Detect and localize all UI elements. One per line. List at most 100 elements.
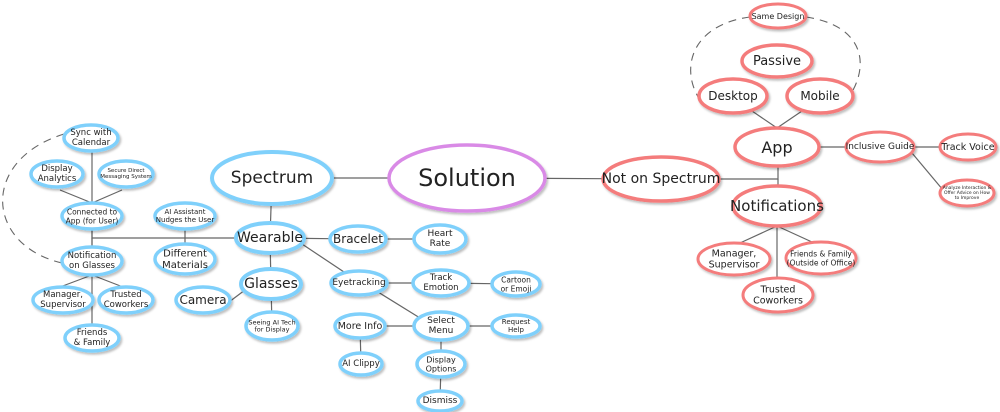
- node-more-info[interactable]: More Info: [333, 312, 387, 340]
- node-mobile[interactable]: Mobile: [785, 77, 855, 115]
- node-label: Dismiss: [423, 396, 458, 406]
- node-shape: [601, 155, 721, 203]
- node-shape: [697, 77, 769, 115]
- node-shape: [741, 276, 815, 314]
- node-label: More Info: [338, 321, 383, 332]
- node-app[interactable]: App: [733, 126, 821, 168]
- node-label: Passive: [753, 54, 801, 69]
- node-shape: [60, 245, 124, 277]
- node-shape: [696, 241, 772, 277]
- connector-spectrum-wearable: [269, 203, 272, 224]
- node-solution[interactable]: Solution: [387, 143, 547, 213]
- dashed-link-same_design-mobile: [805, 16, 861, 93]
- node-label: Solution: [418, 164, 516, 192]
- node-shape: [412, 310, 470, 342]
- node-shape: [411, 268, 471, 298]
- node-shape: [748, 2, 808, 30]
- node-not-on-spectrum[interactable]: Not on Spectrum: [601, 155, 721, 203]
- connector-notifications-friends_r: [776, 225, 813, 243]
- dashed-link-sync_calendar-notif_glasses: [2, 133, 65, 264]
- node-spectrum[interactable]: Spectrum: [210, 150, 334, 206]
- node-shape: [844, 130, 916, 164]
- node-label: Bracelet: [333, 232, 383, 246]
- node-shape: [412, 223, 468, 255]
- node-shape: [210, 150, 334, 206]
- connector-lines: [2, 16, 944, 392]
- node-label: Wearable: [237, 230, 303, 246]
- connector-display_analytics-connected_app: [59, 189, 93, 204]
- node-manager-b[interactable]: Manager,Supervisor: [31, 285, 95, 315]
- node-label: Friends& Family: [74, 328, 111, 348]
- node-bracelet[interactable]: Bracelet: [328, 224, 388, 254]
- connector-secure_dm-connected_app: [91, 189, 123, 204]
- connector-wearable-eyetracking: [301, 243, 345, 273]
- node-passive[interactable]: Passive: [740, 43, 814, 79]
- node-notifications[interactable]: Notifications: [730, 184, 824, 228]
- node-label: Spectrum: [231, 168, 313, 188]
- node-shape: [29, 159, 85, 189]
- node-glasses[interactable]: Glasses: [239, 267, 303, 301]
- node-wearable[interactable]: Wearable: [234, 221, 306, 255]
- node-friends-b[interactable]: Friends& Family: [63, 323, 121, 353]
- node-analyze[interactable]: Analyze Interaction &Offer Advice on How…: [938, 178, 996, 208]
- node-label: Inclusive Guide: [846, 142, 915, 152]
- node-desktop[interactable]: Desktop: [697, 77, 769, 115]
- node-dismiss[interactable]: Dismiss: [416, 389, 464, 412]
- node-shape: [239, 267, 303, 301]
- node-shape: [733, 126, 821, 168]
- node-label: Camera: [179, 293, 226, 307]
- node-same-design[interactable]: Same Design: [748, 2, 808, 30]
- node-label: Track Voice: [940, 142, 994, 153]
- node-shape: [731, 184, 823, 228]
- node-friends-r[interactable]: Friends & Family(Outside of Office): [784, 240, 858, 276]
- node-shape: [338, 351, 384, 377]
- node-shape: [234, 221, 306, 255]
- node-manager-r[interactable]: Manager,Supervisor: [696, 241, 772, 277]
- node-shape: [97, 285, 155, 315]
- node-label: Manager,Supervisor: [709, 248, 760, 270]
- node-shape: [490, 313, 542, 339]
- node-label: Same Design: [752, 12, 805, 21]
- node-label: Glasses: [244, 276, 298, 292]
- node-shape: [416, 389, 464, 412]
- node-shape: [244, 310, 300, 342]
- node-label: Eyetracking: [332, 278, 385, 288]
- node-shape: [60, 201, 124, 231]
- node-camera[interactable]: Camera: [174, 285, 232, 315]
- connector-wearable-connected_app: [91, 229, 236, 239]
- node-eyetracking[interactable]: Eyetracking: [329, 269, 389, 297]
- node-inclusive-guide[interactable]: Inclusive Guide: [844, 130, 916, 164]
- node-ai-clippy[interactable]: AI Clippy: [338, 351, 384, 377]
- node-track-voice[interactable]: Track Voice: [938, 132, 998, 162]
